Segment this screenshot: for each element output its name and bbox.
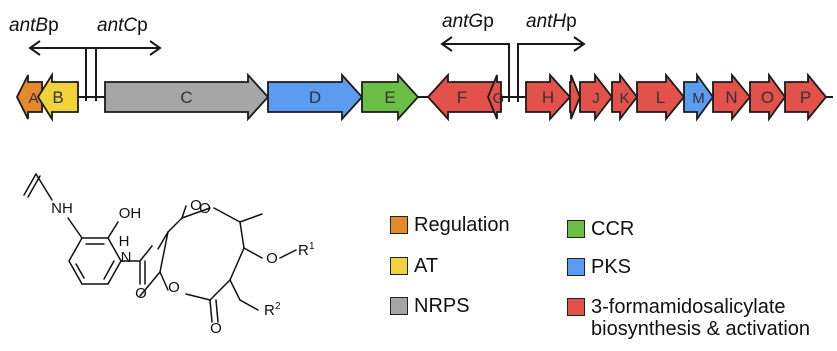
gene-p-arrow: P bbox=[784, 72, 828, 122]
gene-m-label: M bbox=[692, 90, 705, 107]
atom-oh-phenol: OH bbox=[119, 205, 142, 222]
gene-j-arrow: J bbox=[579, 72, 614, 122]
gene-n-label: N bbox=[725, 88, 737, 107]
gene-f-label: F bbox=[457, 88, 467, 107]
promoter-anth-arrow: antHp bbox=[517, 11, 586, 102]
atom-n-amide: N bbox=[121, 249, 132, 266]
gene-i-arrow bbox=[569, 74, 581, 120]
gene-g-label: G bbox=[493, 90, 505, 107]
gene-c-arrow: C bbox=[104, 72, 270, 122]
gene-e-arrow: E bbox=[361, 72, 420, 122]
gene-n-arrow: N bbox=[712, 72, 752, 122]
gene-j-label: J bbox=[592, 90, 600, 107]
gene-a-arrow: A bbox=[15, 74, 43, 120]
atom-o-acyloxy: O bbox=[266, 250, 278, 267]
atom-r1-superscript: 1 bbox=[309, 241, 315, 252]
gene-k-label: K bbox=[619, 90, 629, 107]
gene-d-arrow: D bbox=[267, 72, 364, 122]
promoter-antc-arrow: antCp bbox=[85, 15, 162, 101]
gene-c-label: C bbox=[180, 88, 192, 107]
gene-e-label: E bbox=[384, 88, 395, 107]
gene-m-arrow: M bbox=[683, 72, 715, 122]
atom-nh-formamide: NH bbox=[51, 200, 73, 217]
atom-r2: R bbox=[264, 302, 275, 319]
atom-o-lactone-carbonyl-top: O bbox=[190, 197, 202, 214]
gene-h-arrow: H bbox=[525, 72, 572, 122]
gene-l-label: L bbox=[656, 88, 665, 107]
gene-g-arrow: G bbox=[487, 74, 505, 120]
gene-o-label: O bbox=[761, 88, 774, 107]
gene-a-label: A bbox=[28, 90, 38, 107]
promoter-antb-label: antBp bbox=[9, 15, 59, 36]
gene-h-label: H bbox=[542, 88, 554, 107]
antimycin-core-structure bbox=[23, 173, 297, 323]
atom-o-lactone-carbonyl-bottom: O bbox=[210, 320, 222, 337]
atom-h-amide: H bbox=[119, 233, 130, 250]
promoter-antg-label: antGp bbox=[442, 11, 494, 32]
gene-p-label: P bbox=[800, 88, 811, 107]
gene-l-arrow: L bbox=[636, 72, 686, 122]
atom-o-ring-bottom: O bbox=[168, 279, 180, 296]
atom-r1: R bbox=[298, 242, 309, 259]
gene-o-arrow: O bbox=[749, 72, 787, 122]
gene-f-arrow: F bbox=[426, 72, 497, 122]
atom-o-ring-top: O bbox=[199, 200, 211, 217]
gene-k-arrow: K bbox=[611, 72, 639, 122]
promoter-antg-arrow: antGp bbox=[440, 11, 510, 102]
gene-b-label: B bbox=[52, 88, 63, 107]
promoter-anth-label: antHp bbox=[526, 11, 577, 32]
atom-r2-superscript: 2 bbox=[275, 301, 281, 312]
atom-o-amide: O bbox=[135, 285, 147, 302]
gene-d-label: D bbox=[309, 88, 321, 107]
gene-b-arrow: B bbox=[36, 71, 79, 123]
promoter-antc-label: antCp bbox=[97, 15, 148, 36]
